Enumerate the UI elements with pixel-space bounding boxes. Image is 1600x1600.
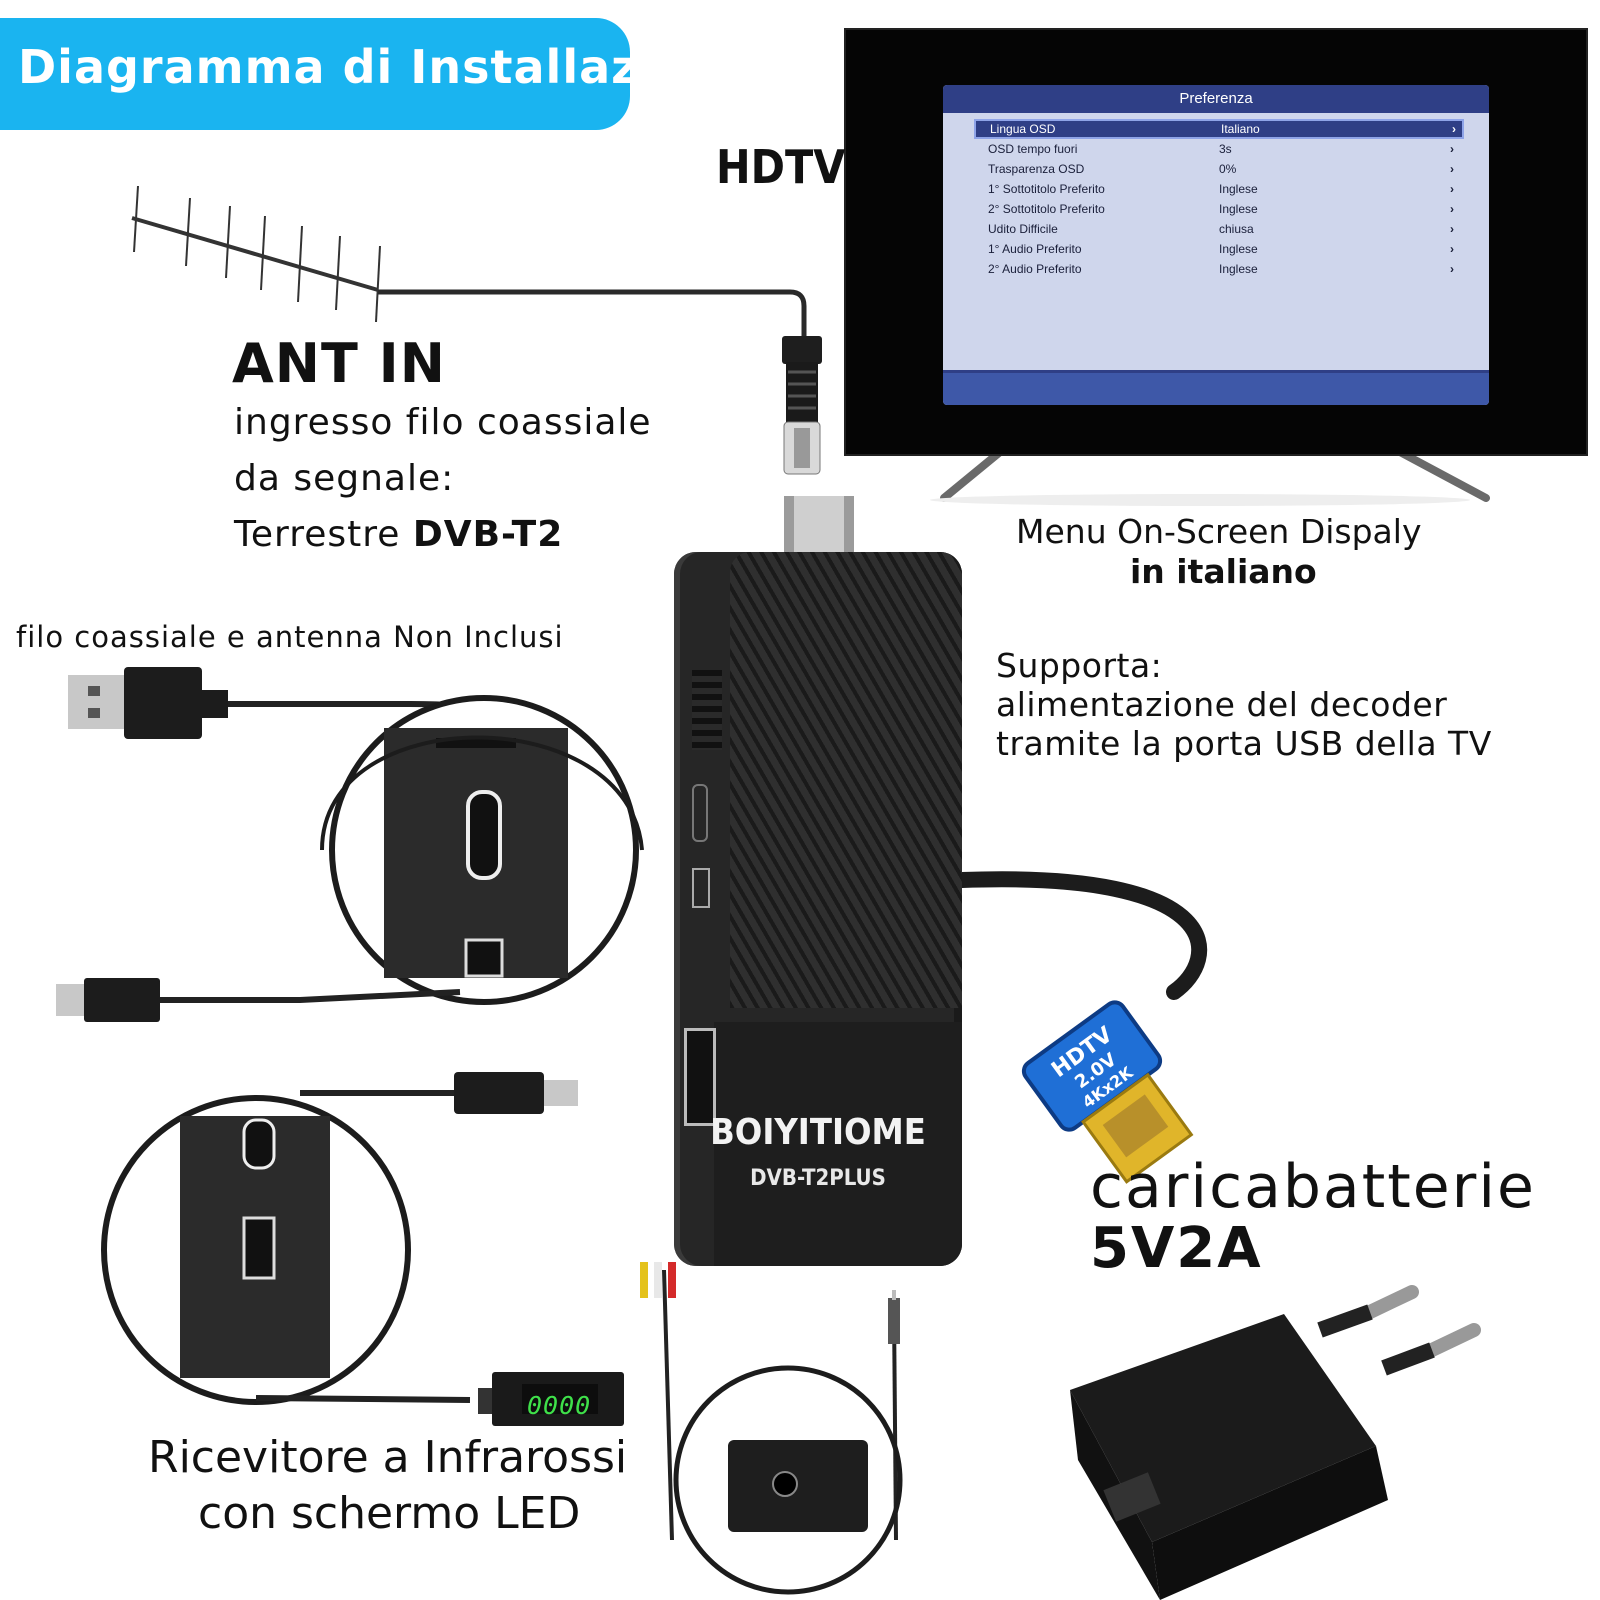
osd-menu-row-value: 0% xyxy=(1219,162,1237,176)
banner-title: Diagramma di Installazione xyxy=(18,40,755,94)
device-brand: BOIYITIOME xyxy=(710,1112,926,1153)
usb-c-port-zoom xyxy=(320,695,644,1005)
stick-lower-panel xyxy=(714,1022,962,1266)
support-line-3: tramite la porta USB della TV xyxy=(996,724,1492,763)
chevron-right-icon: › xyxy=(1450,242,1454,256)
side-vent xyxy=(692,670,722,750)
micro-usb-plug xyxy=(56,978,461,1022)
ant-in-line-3-bold: DVB-T2 xyxy=(412,514,564,555)
osd-menu-row[interactable]: 1° Sottotitolo Preferito Inglese › xyxy=(974,179,1460,199)
chevron-right-icon: › xyxy=(1450,162,1454,176)
osd-menu-row-value: chiusa xyxy=(1219,222,1254,236)
stick-vent xyxy=(730,552,962,1008)
ant-in-line-3: Terrestre DVB-T2 xyxy=(234,514,563,555)
yagi-antenna-icon xyxy=(131,185,381,323)
usb-charger-icon xyxy=(1070,1285,1481,1600)
osd-menu-row[interactable]: Lingua OSD Italiano › xyxy=(974,119,1464,139)
tv-stand xyxy=(940,448,1490,502)
not-included-note: filo coassiale e antenna Non Inclusi xyxy=(16,620,564,654)
chevron-right-icon: › xyxy=(1450,142,1454,156)
osd-menu-row-value: 3s xyxy=(1219,142,1232,156)
osd-caption-2: in italiano xyxy=(1130,552,1317,591)
dvb-t2-stick: BOIYITIOME DVB-T2PLUS xyxy=(674,552,962,1266)
osd-menu-row-label: Trasparenza OSD xyxy=(988,162,1085,176)
osd-menu-footer xyxy=(943,370,1489,405)
osd-menu-row[interactable]: Trasparenza OSD 0% › xyxy=(974,159,1460,179)
support-line-2: alimentazione del decoder xyxy=(996,685,1448,724)
chevron-right-icon: › xyxy=(1450,262,1454,276)
coax-cable xyxy=(378,289,807,340)
chevron-right-icon: › xyxy=(1450,222,1454,236)
osd-menu-row[interactable]: Udito Difficile chiusa › xyxy=(974,219,1460,239)
ant-in-line-3-prefix: Terrestre xyxy=(234,514,413,555)
coax-plug-icon xyxy=(782,336,822,475)
hdtv-label: HDTV xyxy=(716,140,846,194)
antenna-connector xyxy=(784,496,854,558)
osd-menu-row-label: Udito Difficile xyxy=(988,222,1058,236)
osd-menu-row-value: Inglese xyxy=(1219,242,1258,256)
osd-caption-1: Menu On-Screen Dispaly xyxy=(1016,512,1422,551)
support-line-1: Supporta: xyxy=(996,646,1163,685)
osd-menu-row[interactable]: 2° Sottotitolo Preferito Inglese › xyxy=(974,199,1460,219)
mini-usb-port xyxy=(692,868,710,908)
osd-menu-row-value: Inglese xyxy=(1219,182,1258,196)
hdmi-cable: HDTV 2.0V 4Kx2K xyxy=(954,871,1208,1184)
ir-receiver-cable xyxy=(101,1072,624,1426)
device-model: DVB-T2PLUS xyxy=(750,1166,886,1191)
osd-menu-row[interactable]: 1° Audio Preferito Inglese › xyxy=(974,239,1460,259)
osd-menu-title: Preferenza xyxy=(943,85,1489,113)
ir-label-1: Ricevitore a Infrarossi xyxy=(148,1432,628,1483)
osd-menu-row-value: Inglese xyxy=(1219,202,1258,216)
chevron-right-icon: › xyxy=(1450,182,1454,196)
osd-menu-row-label: 1° Audio Preferito xyxy=(988,242,1082,256)
osd-menu-row-label: Lingua OSD xyxy=(990,122,1056,136)
osd-menu-row-label: 2° Audio Preferito xyxy=(988,262,1082,276)
usb-a-port xyxy=(684,1028,716,1126)
osd-menu-row[interactable]: 2° Audio Preferito Inglese › xyxy=(974,259,1460,279)
chevron-right-icon: › xyxy=(1450,202,1454,216)
ir-led-display: 0000 xyxy=(527,1391,592,1420)
title-banner: Diagramma di Installazione xyxy=(0,18,753,130)
osd-menu-row-value: Italiano xyxy=(1221,122,1260,136)
ir-label-2: con schermo LED xyxy=(198,1488,581,1539)
charger-label-2: 5V2A xyxy=(1090,1216,1263,1281)
chevron-right-icon: › xyxy=(1452,122,1456,136)
ant-in-title: ANT IN xyxy=(232,332,446,395)
osd-menu-row-value: Inglese xyxy=(1219,262,1258,276)
osd-menu-row-label: OSD tempo fuori xyxy=(988,142,1078,156)
usb-c-port xyxy=(692,784,708,842)
ant-in-line-2: da segnale: xyxy=(234,458,455,499)
osd-menu-row-label: 2° Sottotitolo Preferito xyxy=(988,202,1105,216)
ant-in-line-1: ingresso filo coassiale xyxy=(234,402,652,443)
charger-label-1: caricabatterie xyxy=(1090,1152,1536,1222)
av-cable xyxy=(640,1262,903,1595)
osd-menu-row-label: 1° Sottotitolo Preferito xyxy=(988,182,1105,196)
osd-menu-row[interactable]: OSD tempo fuori 3s › xyxy=(974,139,1460,159)
